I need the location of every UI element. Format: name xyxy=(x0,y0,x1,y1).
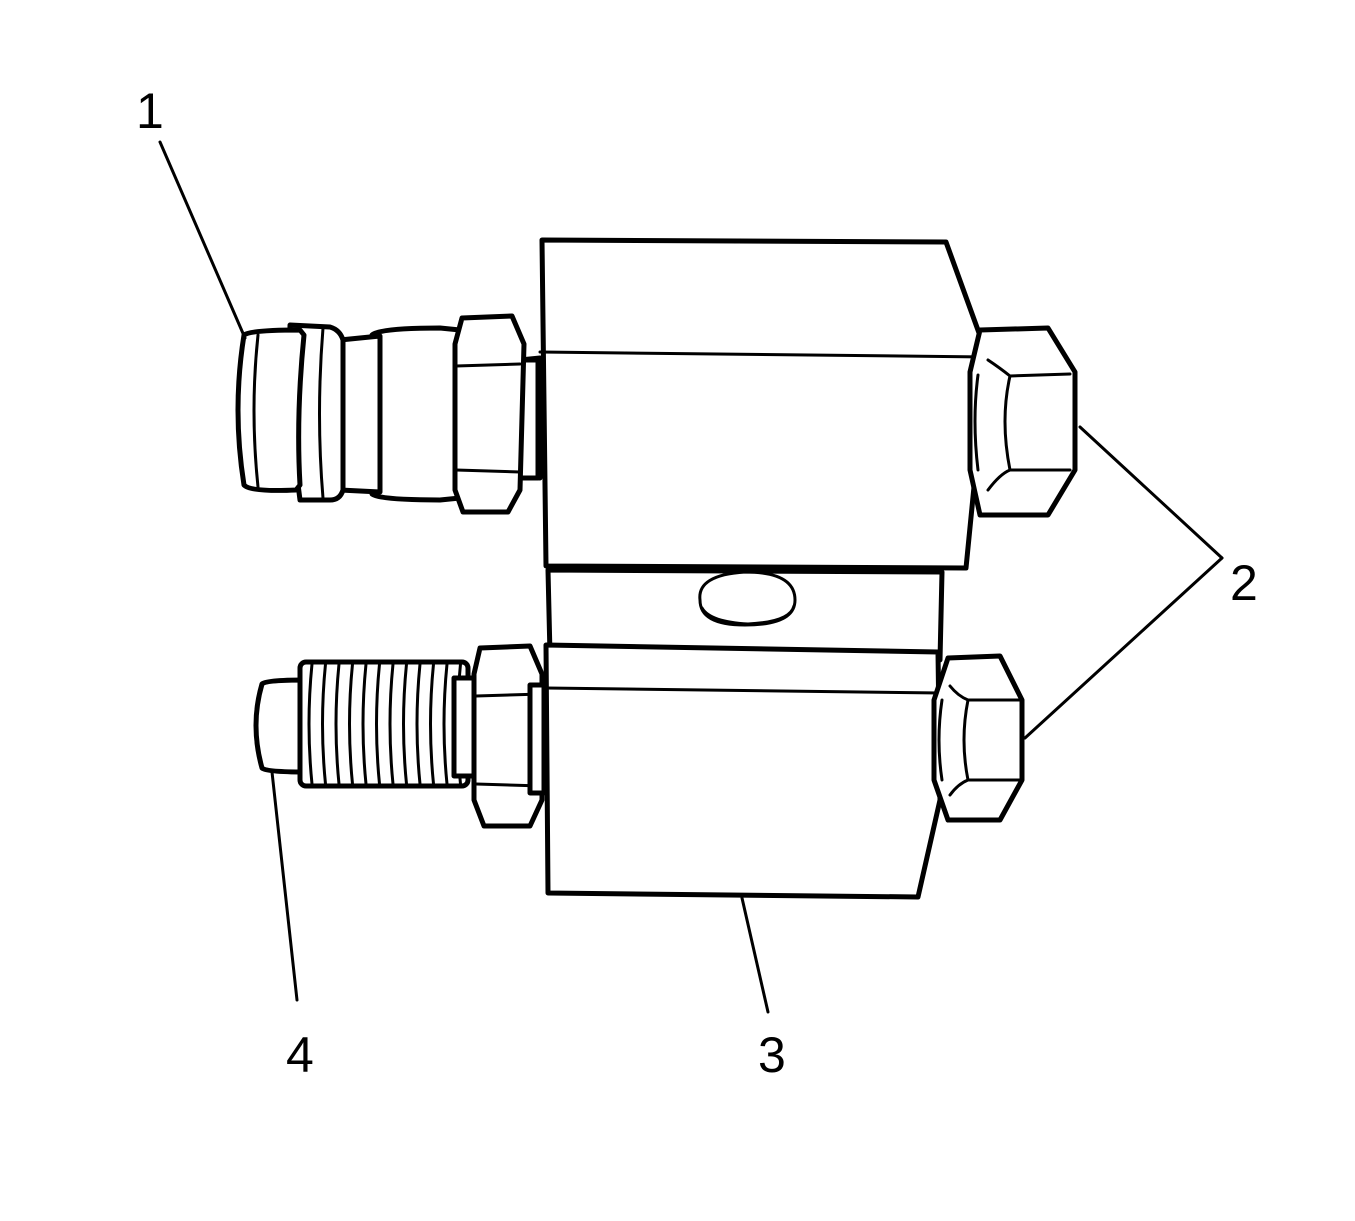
leader-lines xyxy=(158,140,1224,1014)
quick-connect-fitting xyxy=(235,313,543,515)
leader-4 xyxy=(270,770,299,1002)
leader-1 xyxy=(158,140,247,340)
lower-block xyxy=(543,642,943,900)
threaded-fitting xyxy=(253,643,547,829)
upper-block xyxy=(538,237,990,571)
leader-3 xyxy=(740,896,770,1014)
callout-4: 4 xyxy=(286,1027,314,1083)
callout-3: 3 xyxy=(758,1027,786,1083)
callout-2: 2 xyxy=(1230,555,1258,611)
upper-hex-nut xyxy=(967,325,1078,518)
thread-lines xyxy=(307,662,462,786)
lower-hex-nut xyxy=(931,653,1025,823)
leader-2b xyxy=(1023,556,1224,740)
callout-1: 1 xyxy=(136,83,164,139)
leader-2a xyxy=(1078,425,1224,560)
center-hole xyxy=(698,570,797,627)
